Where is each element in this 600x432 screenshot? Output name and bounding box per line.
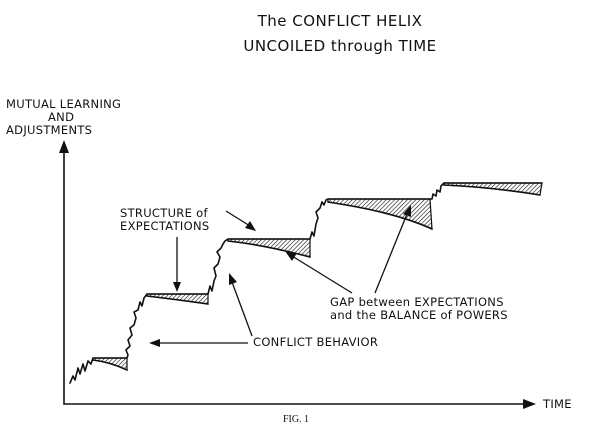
x-axis-label: TIME	[542, 397, 572, 411]
gap-arrow-left	[291, 255, 353, 294]
annotation-gap-line-2: and the BALANCE of POWERS	[330, 308, 508, 322]
gap-region-4	[327, 198, 433, 230]
y-axis-label-line-3: ADJUSTMENTS	[6, 123, 92, 137]
figure-caption: FIG. 1	[283, 414, 309, 425]
annotation-gap-line-1: GAP between EXPECTATIONS	[330, 295, 504, 309]
annotation-structure: STRUCTURE of EXPECTATIONS	[120, 206, 256, 292]
conflict-arrowhead-left	[149, 339, 160, 347]
structure-arrow-right	[225, 210, 251, 227]
annotation-gap: GAP between EXPECTATIONS and the BALANCE…	[285, 205, 508, 322]
helix-curve	[69, 182, 543, 384]
gap-arrow-right	[374, 213, 408, 294]
y-axis-label: MUTUAL LEARNING AND ADJUSTMENTS	[6, 97, 121, 137]
y-axis-arrowhead	[59, 140, 69, 153]
annotation-structure-line-2: EXPECTATIONS	[120, 219, 209, 233]
structure-arrowhead-right	[245, 221, 256, 231]
y-axis-label-line-2: AND	[48, 110, 74, 124]
annotation-structure-line-1: STRUCTURE of	[120, 206, 208, 220]
helix-curve-lower-boundary	[92, 184, 541, 371]
annotation-conflict-label: CONFLICT BEHAVIOR	[253, 335, 378, 349]
annotation-conflict: CONFLICT BEHAVIOR	[149, 273, 378, 349]
x-axis-arrowhead	[523, 399, 536, 409]
title-line-2: UNCOILED through TIME	[243, 37, 436, 55]
y-axis-label-line-1: MUTUAL LEARNING	[6, 97, 121, 111]
gap-arrowhead-left	[285, 251, 297, 261]
axes	[59, 140, 536, 409]
conflict-arrowhead-up	[229, 273, 237, 285]
structure-arrowhead-down	[173, 282, 181, 292]
conflict-arrow-up	[231, 281, 253, 337]
title-line-1: The CONFLICT HELIX	[257, 12, 423, 30]
gap-arrowhead-right	[403, 205, 411, 217]
